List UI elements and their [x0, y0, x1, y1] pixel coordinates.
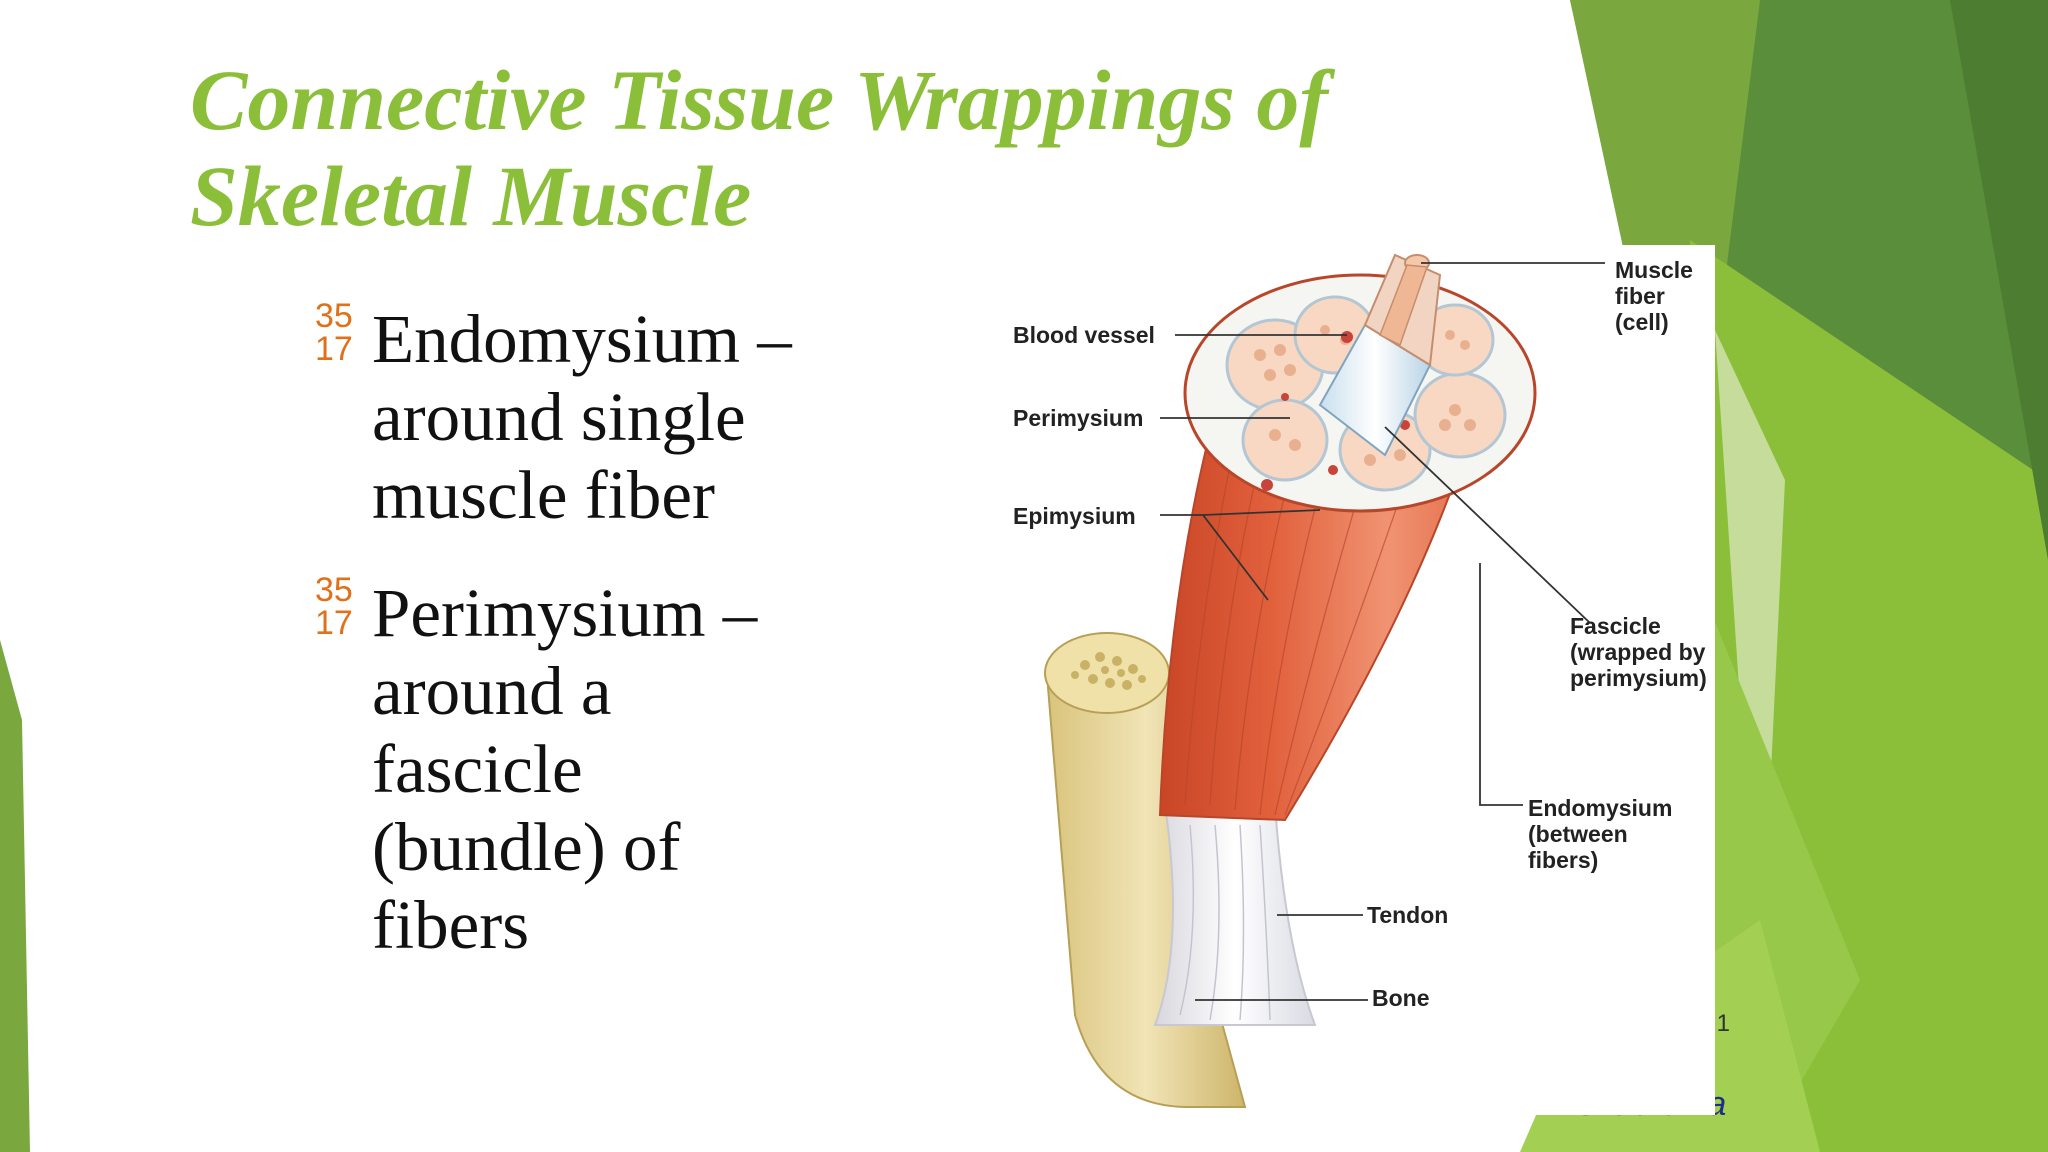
figure-reference: .1 [1710, 1010, 1731, 1037]
tendon-shape [1153, 804, 1317, 1026]
label-tendon: Tendon [1367, 902, 1449, 928]
marker-bottom: 17 [315, 604, 353, 642]
title-line-1: Connective Tissue Wrappings of [190, 52, 1328, 148]
muscle-diagram: Muscle fiber (cell) Blood vessel Perimys… [985, 245, 1715, 1115]
bullet-marker: 35 17 [315, 297, 371, 368]
label-bone: Bone [1372, 985, 1430, 1011]
label-endomysium: Endomysium (between fibers) [1528, 795, 1673, 873]
leader-epimysium-2 [1202, 509, 1321, 516]
label-perimysium: Perimysium [1013, 405, 1144, 431]
bullet-text: Perimysium – around a fascicle (bundle) … [372, 574, 955, 964]
bullet-line: (bundle) of [372, 809, 681, 885]
title-line-2: Skeletal Muscle [190, 148, 752, 244]
bullet-endomysium: 35 17 Endomysium – around single muscle … [315, 297, 955, 534]
bullet-line: muscle fiber [372, 457, 715, 533]
bullet-list: 35 17 Endomysium – around single muscle … [315, 297, 955, 1004]
marker-top: 35 [315, 571, 353, 609]
bullet-line: around single [372, 379, 746, 455]
label-epimysium: Epimysium [1013, 503, 1136, 529]
bullet-line: around a [372, 653, 612, 729]
bullet-line: Endomysium – [372, 301, 792, 377]
label-muscle-fiber: Muscle fiber (cell) [1615, 257, 1693, 335]
bullet-line: fascicle [372, 731, 583, 807]
bullet-perimysium: 35 17 Perimysium – around a fascicle (bu… [315, 571, 955, 964]
bullet-line: Perimysium – [372, 575, 758, 651]
marker-bottom: 17 [315, 330, 353, 368]
muscle-illustration [1044, 253, 1605, 1108]
label-blood-vessel: Blood vessel [1013, 322, 1155, 348]
leader-endomysium [1479, 563, 1523, 806]
bullet-text: Endomysium – around single muscle fiber [372, 300, 955, 534]
leader-fascicle [1384, 426, 1591, 624]
bullet-marker: 35 17 [315, 571, 371, 642]
marker-top: 35 [315, 297, 353, 335]
bullet-line: fibers [372, 887, 530, 963]
label-fascicle: Fascicle (wrapped by perimysium) [1570, 613, 1707, 691]
slide-title: Connective Tissue Wrappings of Skeletal … [190, 52, 1440, 244]
